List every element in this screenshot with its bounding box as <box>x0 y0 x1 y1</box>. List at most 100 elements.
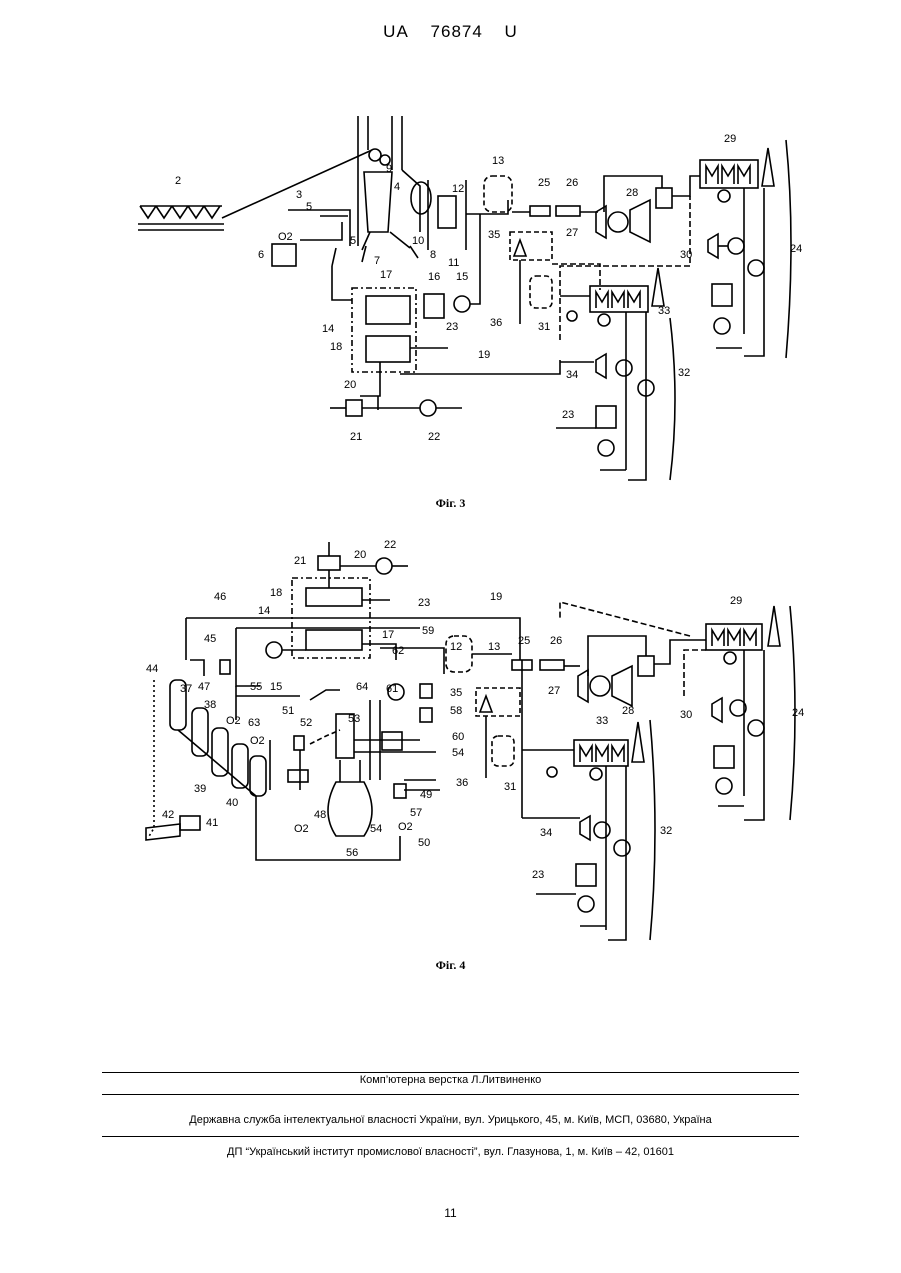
diagram-reference-label: O2 <box>398 821 413 833</box>
diagram-reference-label: 2 <box>175 175 181 187</box>
diagram-reference-label: 59 <box>422 625 434 637</box>
diagram-reference-label: 31 <box>504 781 516 793</box>
diagram-reference-label: O2 <box>278 231 293 243</box>
diagram-reference-label: 22 <box>384 539 396 551</box>
diagram-reference-label: 26 <box>566 177 578 189</box>
diagram-reference-label: 24 <box>790 243 802 255</box>
office-code: UA <box>383 22 409 41</box>
diagram-reference-label: 33 <box>658 305 670 317</box>
diagram-reference-label: 35 <box>488 229 500 241</box>
diagram-reference-label: 32 <box>678 367 690 379</box>
diagram-reference-label: 47 <box>198 681 210 693</box>
diagram-reference-label: 32 <box>660 825 672 837</box>
diagram-reference-label: 41 <box>206 817 218 829</box>
diagram-reference-label: 55 <box>250 681 262 693</box>
diagram-reference-label: 62 <box>392 645 404 657</box>
diagram-reference-label: 5 <box>306 201 312 213</box>
diagram-reference-label: 19 <box>478 349 490 361</box>
diagram-reference-label: 42 <box>162 809 174 821</box>
diagram-reference-label: 13 <box>488 641 500 653</box>
diagram-reference-label: 13 <box>492 155 504 167</box>
diagram-reference-label: 3 <box>296 189 302 201</box>
diagram-reference-label: 34 <box>566 369 578 381</box>
diagram-reference-label: 44 <box>146 663 158 675</box>
dust-cyclone-11 <box>428 180 466 250</box>
institute-address: ДП “Український інститут промислової вла… <box>0 1146 901 1158</box>
diagram-reference-label: 48 <box>314 809 326 821</box>
footer-rule-2 <box>102 1094 799 1095</box>
footer-rule-3 <box>102 1136 799 1137</box>
diagram-reference-label: 28 <box>622 705 634 717</box>
melter-gasifier-shaft <box>358 116 431 250</box>
patent-number: 76874 <box>431 22 483 41</box>
diagram-reference-label: 6 <box>258 249 264 261</box>
diagram-reference-label: 56 <box>346 847 358 859</box>
diagram-reference-label: O2 <box>294 823 309 835</box>
footer-rule-1 <box>102 1072 799 1073</box>
diagram-reference-label: 14 <box>258 605 270 617</box>
diagram-reference-label: 5 <box>350 235 356 247</box>
diagram-reference-label: 36 <box>456 777 468 789</box>
diagram-reference-label: 7 <box>374 255 380 267</box>
diagram-reference-label: 64 <box>356 681 368 693</box>
diagram-reference-label: 4 <box>394 181 400 193</box>
diagram-reference-label: 27 <box>566 227 578 239</box>
diagram-reference-label: 23 <box>562 409 574 421</box>
figure-4-caption: Фіг. 4 <box>0 958 901 973</box>
page-number: 11 <box>0 1206 901 1220</box>
diagram-reference-label: 20 <box>344 379 356 391</box>
diagram-reference-label: 34 <box>540 827 552 839</box>
diagram-reference-label: 17 <box>380 269 392 281</box>
diagram-reference-label: 27 <box>548 685 560 697</box>
diagram-reference-label: 63 <box>248 717 260 729</box>
diagram-reference-label: 29 <box>724 133 736 145</box>
diagram-reference-label: 10 <box>412 235 424 247</box>
diagram-reference-label: 53 <box>348 713 360 725</box>
diagram-reference-label: 30 <box>680 709 692 721</box>
diagram-reference-label: 51 <box>282 705 294 717</box>
diagram-reference-label: 18 <box>330 341 342 353</box>
diagram-reference-label: O2 <box>226 715 241 727</box>
document-header: UA 76874 U <box>0 22 901 42</box>
diagram-reference-label: 52 <box>300 717 312 729</box>
diagram-reference-label: 54 <box>370 823 382 835</box>
diagram-reference-label: 9 <box>386 163 392 175</box>
diagram-reference-label: 49 <box>420 789 432 801</box>
diagram-reference-label: 21 <box>350 431 362 443</box>
diagram-reference-label: 26 <box>550 635 562 647</box>
diagram-reference-label: 17 <box>382 629 394 641</box>
diagram-reference-label: 25 <box>518 635 530 647</box>
agency-address: Державна служба інтелектуальної власност… <box>0 1114 901 1126</box>
diagram-reference-label: 31 <box>538 321 550 333</box>
diagram-reference-label: 22 <box>428 431 440 443</box>
figure-3-caption: Фіг. 3 <box>0 496 901 511</box>
diagram-reference-label: 18 <box>270 587 282 599</box>
diagram-reference-label: 61 <box>386 683 398 695</box>
diagram-reference-label: 20 <box>354 549 366 561</box>
diagram-reference-label: 21 <box>294 555 306 567</box>
diagram-reference-label: O2 <box>250 735 265 747</box>
document-kind: U <box>505 22 518 41</box>
layout-credit: Комп’ютерна верстка Л.Литвиненко <box>0 1074 901 1086</box>
diagram-reference-label: 35 <box>450 687 462 699</box>
diagram-reference-label: 24 <box>792 707 804 719</box>
diagram-reference-label: 54 <box>452 747 464 759</box>
diagram-reference-label: 12 <box>452 183 464 195</box>
diagram-reference-label: 28 <box>626 187 638 199</box>
diagram-reference-label: 25 <box>538 177 550 189</box>
diagram-reference-label: 36 <box>490 317 502 329</box>
diagram-reference-label: 15 <box>270 681 282 693</box>
diagram-reference-label: 29 <box>730 595 742 607</box>
diagram-reference-label: 23 <box>446 321 458 333</box>
diagram-reference-label: 38 <box>204 699 216 711</box>
diagram-reference-label: 39 <box>194 783 206 795</box>
diagram-reference-label: 58 <box>450 705 462 717</box>
diagram-reference-label: 60 <box>452 731 464 743</box>
diagram-reference-label: 30 <box>680 249 692 261</box>
diagram-reference-label: 23 <box>418 597 430 609</box>
figure-3-labels: 2 3 5 4 9 12 13 O2 5 6 7 10 8 11 17 16 1… <box>175 133 802 443</box>
diagram-reference-label: 12 <box>450 641 462 653</box>
figure-4-labels: 21 20 22 18 46 14 23 19 17 59 62 12 13 4… <box>146 539 804 881</box>
diagram-reference-label: 14 <box>322 323 334 335</box>
diagram-reference-label: 8 <box>430 249 436 261</box>
